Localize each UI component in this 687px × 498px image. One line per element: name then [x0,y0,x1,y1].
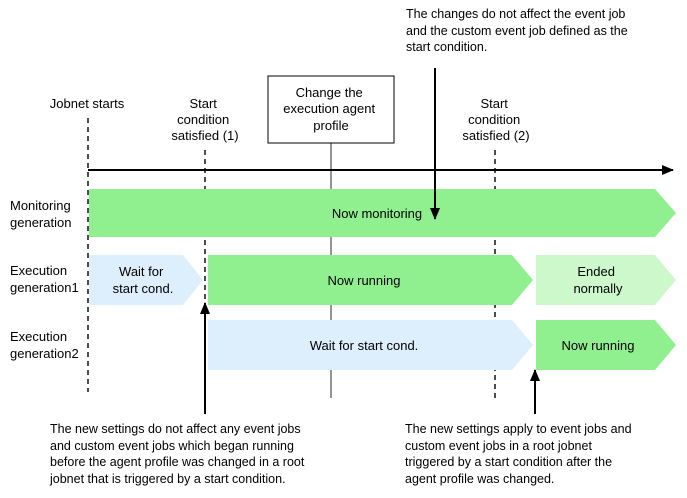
start-cond-2-label: Start condition satisfied (2) [462,96,529,143]
bar-ended [536,255,676,305]
bar-now-monitoring [89,189,676,237]
bar-label-wait-1: Wait for start cond. [113,264,174,296]
row-label-execution2: Execution generation2 [10,329,79,361]
bar-label-now-running-1: Now running [328,273,401,288]
note-bottom-left: The new settings do not affect any event… [50,422,305,486]
note-bottom-right: The new settings apply to event jobs and… [405,422,632,486]
change-profile-box [267,75,395,144]
note-top: The changes do not affect the event job … [406,7,628,54]
bar-label-now-running-2: Now running [562,338,635,353]
bar-label-ended: Ended normally [573,264,623,296]
jobnet-starts-label: Jobnet starts [50,96,125,111]
row-label-monitoring: Monitoring generation [10,198,74,230]
start-cond-1-label: Start condition satisfied (1) [171,96,238,143]
bar-wait-2 [208,320,533,370]
bar-now-running-1 [208,255,533,305]
change-profile-label: Change the execution agent profile [283,85,378,133]
bar-wait-1 [89,255,203,305]
row-label-execution1: Execution generation1 [10,263,79,295]
bar-label-wait-2: Wait for start cond. [310,338,419,353]
bar-label-now-monitoring: Now monitoring [332,206,422,221]
bar-now-running-2 [536,320,676,370]
